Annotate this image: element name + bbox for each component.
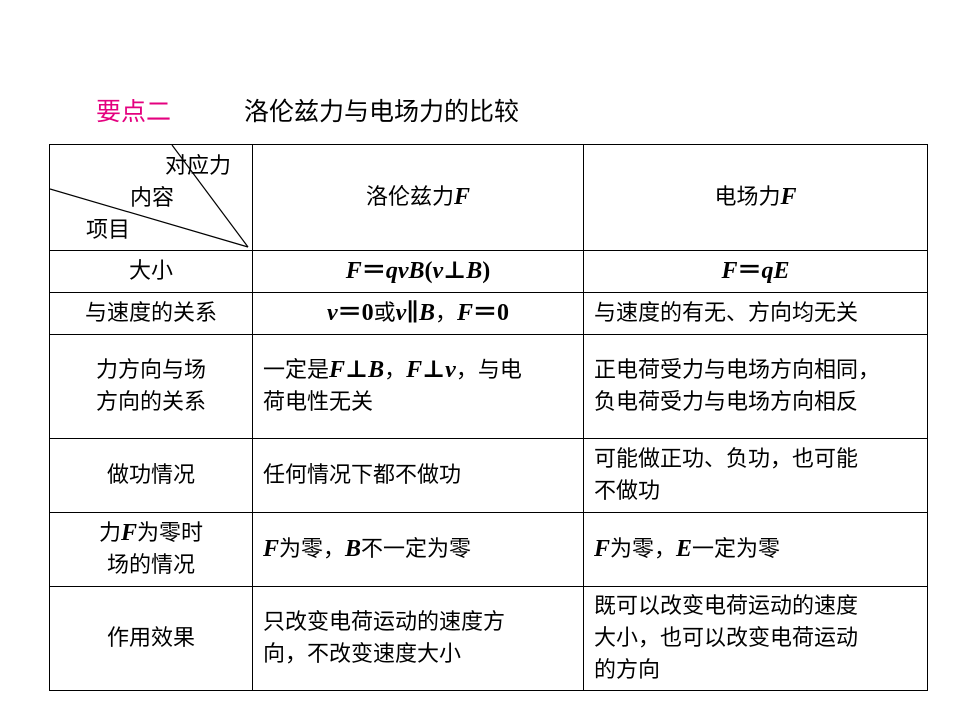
- row-zero: 力F为零时 场的情况 F为零，B不一定为零 F为零，E一定为零: [49, 512, 928, 587]
- column-header-lorentz: 洛伦兹力F: [252, 144, 584, 251]
- velocity-lorentz: v＝0或v∥B，F＝0: [252, 292, 584, 335]
- diagonal-lines: [50, 145, 249, 248]
- row-effect: 作用效果 只改变电荷运动的速度方 向，不改变速度大小 既可以改变电荷运动的速度 …: [49, 586, 928, 691]
- row-work: 做功情况 任何情况下都不做功 可能做正功、负功，也可能 不做功: [49, 438, 928, 513]
- zero-lorentz: F为零，B不一定为零: [252, 512, 584, 587]
- magnitude-lorentz: F＝qvB(v⊥B): [252, 250, 584, 293]
- corner-cell: 对应力 内容 项目: [49, 144, 253, 251]
- row-velocity: 与速度的关系 v＝0或v∥B，F＝0 与速度的有无、方向均无关: [49, 292, 928, 335]
- row-label-work: 做功情况: [49, 438, 253, 513]
- row-label-magnitude: 大小: [49, 250, 253, 293]
- heading-title: 洛伦兹力与电场力的比较: [244, 97, 520, 126]
- row-label-zero: 力F为零时 场的情况: [49, 512, 253, 587]
- row-label-velocity: 与速度的关系: [49, 292, 253, 335]
- effect-electric: 既可以改变电荷运动的速度 大小，也可以改变电荷运动 的方向: [583, 586, 928, 691]
- column-header-electric: 电场力F: [583, 144, 928, 251]
- work-electric: 可能做正功、负功，也可能 不做功: [583, 438, 928, 513]
- row-magnitude: 大小 F＝qvB(v⊥B) F＝qE: [49, 250, 928, 293]
- work-lorentz: 任何情况下都不做功: [252, 438, 584, 513]
- zero-electric: F为零，E一定为零: [583, 512, 928, 587]
- row-label-effect: 作用效果: [49, 586, 253, 691]
- magnitude-electric: F＝qE: [583, 250, 928, 293]
- corner-label-top: 对应力: [165, 154, 232, 179]
- comparison-table: 对应力 内容 项目 洛伦兹力F 电场力F 大小 F＝qvB(v⊥B) F＝qE …: [49, 144, 928, 691]
- row-direction: 力方向与场 方向的关系 一定是F⊥B，F⊥v，与电 荷电性无关 正电荷受力与电场…: [49, 334, 928, 439]
- direction-electric: 正电荷受力与电场方向相同， 负电荷受力与电场方向相反: [583, 334, 928, 439]
- corner-label-middle: 内容: [130, 186, 175, 211]
- effect-lorentz: 只改变电荷运动的速度方 向，不改变速度大小: [252, 586, 584, 691]
- heading-label: 要点二: [96, 97, 172, 126]
- velocity-electric: 与速度的有无、方向均无关: [583, 292, 928, 335]
- direction-lorentz: 一定是F⊥B，F⊥v，与电 荷电性无关: [252, 334, 584, 439]
- header-row: 对应力 内容 项目 洛伦兹力F 电场力F: [49, 144, 928, 251]
- row-label-direction: 力方向与场 方向的关系: [49, 334, 253, 439]
- corner-label-bottom: 项目: [86, 218, 131, 243]
